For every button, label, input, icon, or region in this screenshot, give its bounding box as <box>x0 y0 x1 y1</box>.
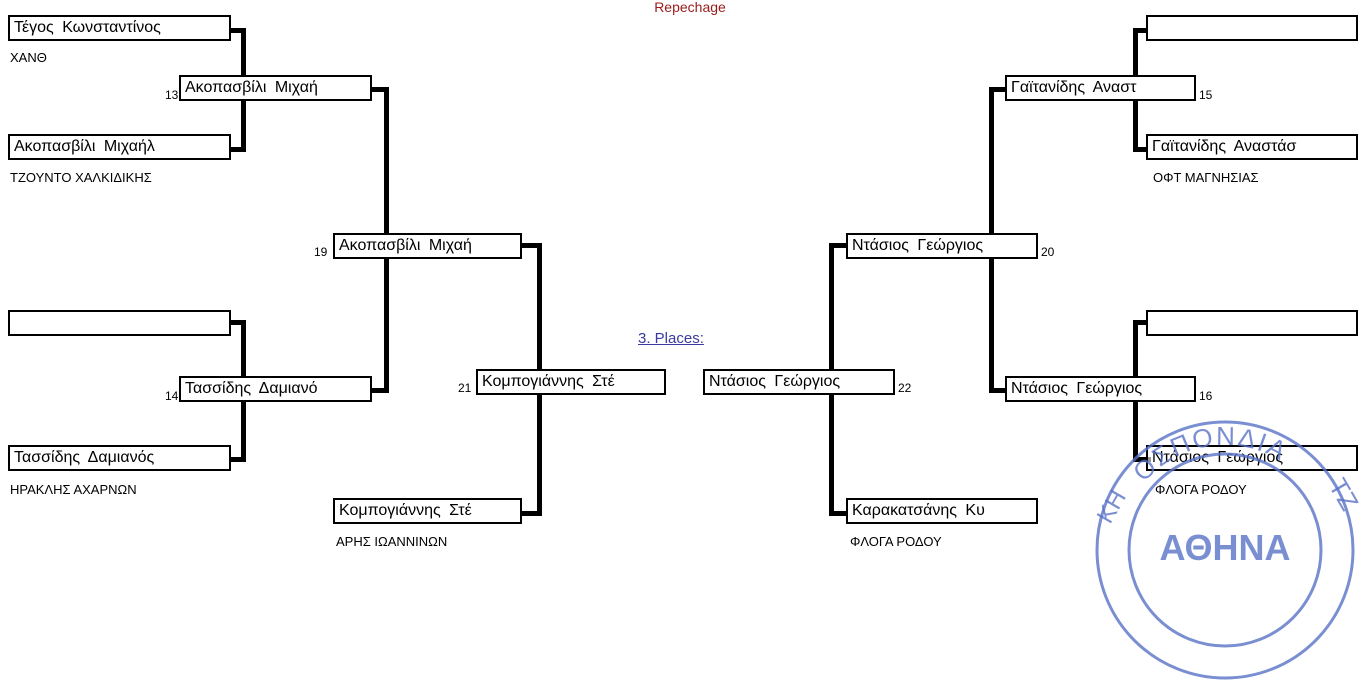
left-seed-club: ΑΡΗΣ ΙΩΑΝΝΙΝΩΝ <box>336 534 448 549</box>
right-r1c-competitor[interactable] <box>1146 310 1358 336</box>
stamp-text-left: ΚΗ <box>1092 486 1132 528</box>
left-r1d-club: ΗΡΑΚΛΗΣ ΑΧΑΡΝΩΝ <box>10 482 137 497</box>
right-r3-competitor[interactable]: Ντάσιος Γεώργιος <box>846 233 1038 259</box>
third-places-link[interactable]: 3. Places: <box>638 330 704 347</box>
right-r2a-competitor[interactable]: Γαϊτανίδης Αναστ <box>1005 75 1196 101</box>
right-seed-club: ΦΛΟΓΑ ΡΟΔΟΥ <box>850 534 942 549</box>
left-r1a-club: ΧΑΝΘ <box>10 50 47 65</box>
right-r2b-competitor[interactable]: Ντάσιος Γεώργιος <box>1005 376 1196 402</box>
left-r2b-competitor[interactable]: Τασσίδης Δαμιανό <box>179 376 372 402</box>
left-seed-competitor[interactable]: Κομπογιάννης Στέ <box>333 498 522 524</box>
bronze-left-competitor[interactable]: Κομπογιάννης Στέ <box>476 369 666 395</box>
bout-number-19: 19 <box>314 245 328 259</box>
bout-number-20: 20 <box>1041 245 1055 259</box>
left-r1a-competitor[interactable]: Τέγος Κωνσταντίνος <box>8 15 231 41</box>
bronze-right-competitor[interactable]: Ντάσιος Γεώργιος <box>703 369 895 395</box>
bout-number-14: 14 <box>165 389 179 403</box>
bout-number-22: 22 <box>898 381 912 395</box>
stamp-text-center: ΑΘΗΝΑ <box>1159 527 1290 568</box>
bout-number-21: 21 <box>458 381 472 395</box>
left-r2a-competitor[interactable]: Ακοπασβίλι Μιχαή <box>179 75 372 101</box>
repechage-title: Repechage <box>654 0 726 15</box>
left-r1b-club: ΤΖΟΥΝΤΟ ΧΑΛΚΙΔΙΚΗΣ <box>10 170 152 185</box>
federation-stamp: ΟΣΠΟΝΔΙΑ ΚΗ ΤΖ ΑΘΗΝΑ <box>1092 420 1360 680</box>
left-r1d-competitor[interactable]: Τασσίδης Δαμιανός <box>8 445 231 471</box>
left-r1b-competitor[interactable]: Ακοπασβίλι Μιχαήλ <box>8 134 231 160</box>
right-r1a-competitor[interactable] <box>1146 15 1358 41</box>
right-r1b-club: ΟΦΤ ΜΑΓΝΗΣΙΑΣ <box>1153 170 1259 185</box>
left-r3-competitor[interactable]: Ακοπασβίλι Μιχαή <box>333 233 522 259</box>
right-seed-competitor[interactable]: Καρακατσάνης Κυ <box>846 498 1038 524</box>
bout-number-13: 13 <box>165 88 179 102</box>
left-r1c-competitor[interactable] <box>8 310 231 336</box>
stamp-text-right: ΤΖ <box>1323 473 1360 516</box>
right-r1b-competitor[interactable]: Γαϊτανίδης Αναστάσ <box>1146 134 1358 160</box>
bout-number-15: 15 <box>1199 88 1213 102</box>
right-r1d-club: ΦΛΟΓΑ ΡΟΔΟΥ <box>1155 482 1247 497</box>
bout-number-16: 16 <box>1199 389 1213 403</box>
